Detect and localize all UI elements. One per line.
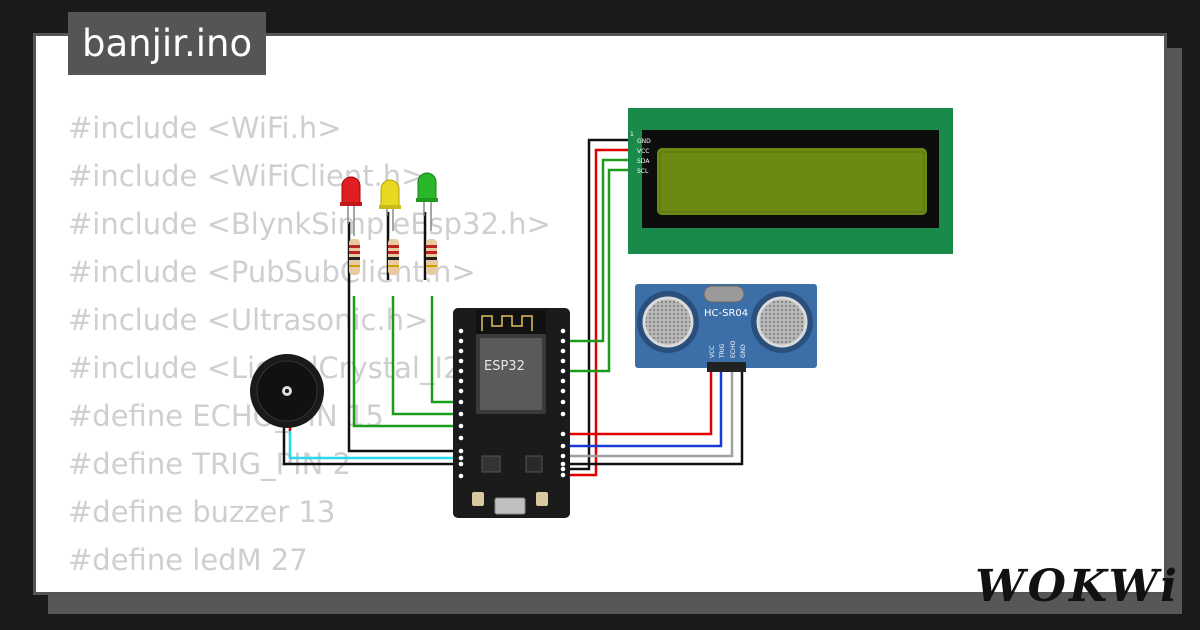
wire-led-yellow-signal — [391, 296, 461, 416]
code-line: #include <Ultrasonic.h> — [68, 303, 429, 337]
ultrasonic-sensor[interactable]: HC-SR04 VCC TRIG ECHO GND — [635, 284, 817, 372]
wires — [282, 138, 744, 477]
mcu-label: ESP32 — [484, 359, 525, 374]
led-yellow[interactable] — [379, 179, 401, 231]
resistor-2[interactable] — [388, 239, 399, 275]
sensor-pin-label: TRIG — [719, 343, 726, 359]
code-line: #include <PubSubClient.h> — [68, 255, 476, 289]
wire-lcd-sda — [566, 158, 632, 343]
sensor-label: HC-SR04 — [704, 308, 748, 319]
lcd-pin-label: SDA — [637, 158, 650, 165]
led-red[interactable] — [340, 176, 362, 236]
wire-led-red-signal — [352, 296, 461, 428]
lcd-display[interactable]: 1 GND VCC SDA SCL — [628, 108, 953, 254]
code-preview: #include <WiFi.h> #include <WiFiClient.h… — [68, 104, 551, 592]
esp32-pins-right — [560, 328, 566, 478]
wire-lcd-gnd — [566, 138, 632, 471]
wokwi-logo[interactable]: WOKWi — [975, 561, 1180, 612]
wire-sensor-trig — [566, 371, 723, 448]
code-line: #define ledK 26 — [68, 584, 551, 592]
project-title[interactable]: banjir.ino — [68, 12, 267, 75]
sensor-pin-labels: VCC TRIG ECHO GND — [709, 341, 747, 359]
wire-led-red-gnd — [347, 222, 463, 453]
sensor-pin-label: GND — [740, 344, 747, 358]
lcd-pin-label: GND — [637, 138, 651, 145]
esp32-board[interactable]: ESP32 — [453, 308, 570, 518]
wire-sensor-echo — [566, 371, 734, 458]
esp32-pins-left — [458, 328, 464, 479]
lcd-pin-label: SCL — [637, 168, 649, 175]
circuit-diagram: 1 GND VCC SDA SCL HC-SR04 VCC TRIG ECHO … — [250, 108, 953, 518]
wire-sensor-gnd — [566, 371, 744, 466]
project-card[interactable]: #include <WiFi.h> #include <WiFiClient.h… — [33, 33, 1167, 595]
code-line: #include <WiFiClient.h> — [68, 159, 426, 193]
wire-led-green-signal — [430, 296, 461, 404]
wire-sensor-vcc — [566, 371, 713, 436]
wire-buzzer-gnd — [282, 426, 461, 466]
lcd-pin-label: VCC — [637, 148, 649, 155]
wire-buzzer-signal — [288, 426, 461, 460]
code-line: #define ECHO_PIN 15 — [68, 399, 384, 433]
wire-lcd-scl — [566, 168, 632, 373]
code-line: #define ledM 27 — [68, 543, 308, 577]
sensor-pin-label: VCC — [709, 346, 716, 358]
wire-lcd-vcc — [566, 148, 632, 477]
buzzer[interactable] — [250, 354, 324, 428]
lcd-pin-labels: GND VCC SDA SCL — [637, 138, 651, 175]
code-line: #include <WiFi.h> — [68, 111, 342, 145]
sensor-pin-label: ECHO — [730, 341, 737, 358]
led-green[interactable] — [416, 172, 438, 231]
resistor-1[interactable] — [349, 239, 360, 275]
resistor-3[interactable] — [426, 239, 437, 275]
code-line: #include <BlynkSimpleEsp32.h> — [68, 207, 551, 241]
code-line: #define buzzer 13 — [68, 495, 336, 529]
lcd-pin1-marker: 1 — [630, 131, 634, 138]
